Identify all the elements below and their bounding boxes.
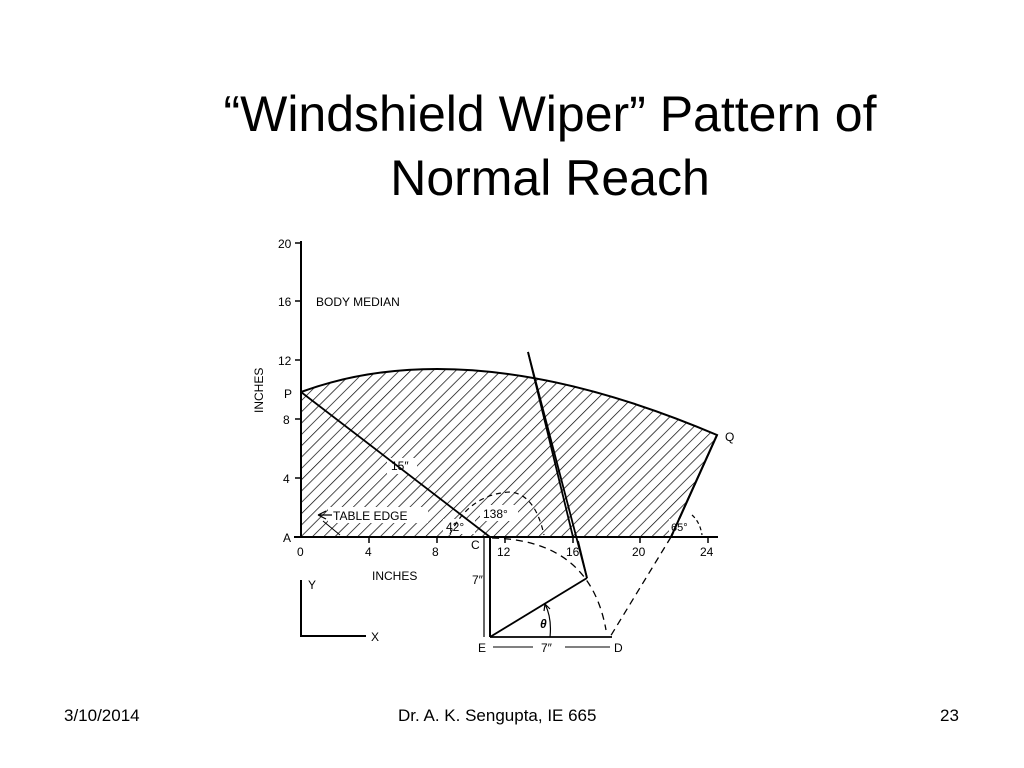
x-tick-label: 16 xyxy=(566,545,580,559)
y-axis-label: INCHES xyxy=(252,368,266,413)
angle-138-label: 138° xyxy=(483,507,508,521)
x-tick-label: 20 xyxy=(632,545,646,559)
legend-x-label: X xyxy=(371,630,379,644)
upper-arm-line xyxy=(489,577,588,638)
vertical-7in-label: 7″ xyxy=(472,573,484,587)
x-tick-label: 4 xyxy=(365,545,372,559)
y-tick-label: 12 xyxy=(278,354,292,368)
point-a-label: A xyxy=(283,531,291,545)
y-tick-label: 4 xyxy=(283,472,290,486)
right-boundary-line xyxy=(670,434,718,538)
point-p-label: P xyxy=(284,387,292,401)
theta-arc xyxy=(544,603,552,638)
footer-page-number: 23 xyxy=(940,706,959,725)
legend-y-label: Y xyxy=(308,578,316,592)
footer-date: 3/10/2014 xyxy=(64,706,140,725)
point-c-label: C xyxy=(471,538,480,552)
forearm-line-pc xyxy=(300,391,491,538)
horizontal-7in-label: 7″ xyxy=(541,641,553,655)
point-d-label: D xyxy=(614,641,623,655)
table-edge-label-bg xyxy=(328,507,428,523)
table-edge-label: TABLE EDGE xyxy=(333,509,407,523)
table-edge-arrow xyxy=(317,510,332,520)
x-tick-label: 12 xyxy=(497,545,511,559)
x-axis-ticks xyxy=(368,537,709,543)
y-axis-ticks xyxy=(295,242,301,479)
upper-arm-tip xyxy=(577,540,588,579)
angle-65-bg xyxy=(669,519,697,533)
theta-label: θ xyxy=(540,617,547,631)
x-tick-label: 24 xyxy=(700,545,714,559)
forearm-length-label: 15″ xyxy=(391,459,409,473)
slide-title-line-1: “Windshield Wiper” Pattern of xyxy=(223,86,877,142)
x-tick-label: 8 xyxy=(432,545,439,559)
slide-title-line-2: Normal Reach xyxy=(390,150,710,206)
forearm-length-bg xyxy=(387,458,417,474)
footer-author: Dr. A. K. Sengupta, IE 665 xyxy=(398,706,597,725)
angle-42-bg xyxy=(443,519,475,534)
x-axis-label: INCHES xyxy=(372,569,417,583)
y-tick-label: 16 xyxy=(278,295,292,309)
theta-arrowhead xyxy=(543,603,551,612)
x-tick-label: 0 xyxy=(297,545,304,559)
body-median-label: BODY MEDIAN xyxy=(316,295,400,309)
dashed-line-qd xyxy=(609,536,672,638)
orientation-legend-axes xyxy=(300,580,366,637)
table-edge-pointer xyxy=(322,520,341,536)
y-tick-label: 20 xyxy=(278,237,292,251)
normal-reach-region xyxy=(300,367,719,538)
point-q-label: Q xyxy=(725,430,734,444)
y-tick-label: 8 xyxy=(283,413,290,427)
angle-65-label: 65° xyxy=(671,522,688,534)
angle-42-label: 42° xyxy=(446,520,464,534)
angle-138-bg xyxy=(480,505,518,521)
angle-arc-65 xyxy=(691,514,703,536)
point-e-label: E xyxy=(478,641,486,655)
radial-line-lower xyxy=(527,351,574,538)
